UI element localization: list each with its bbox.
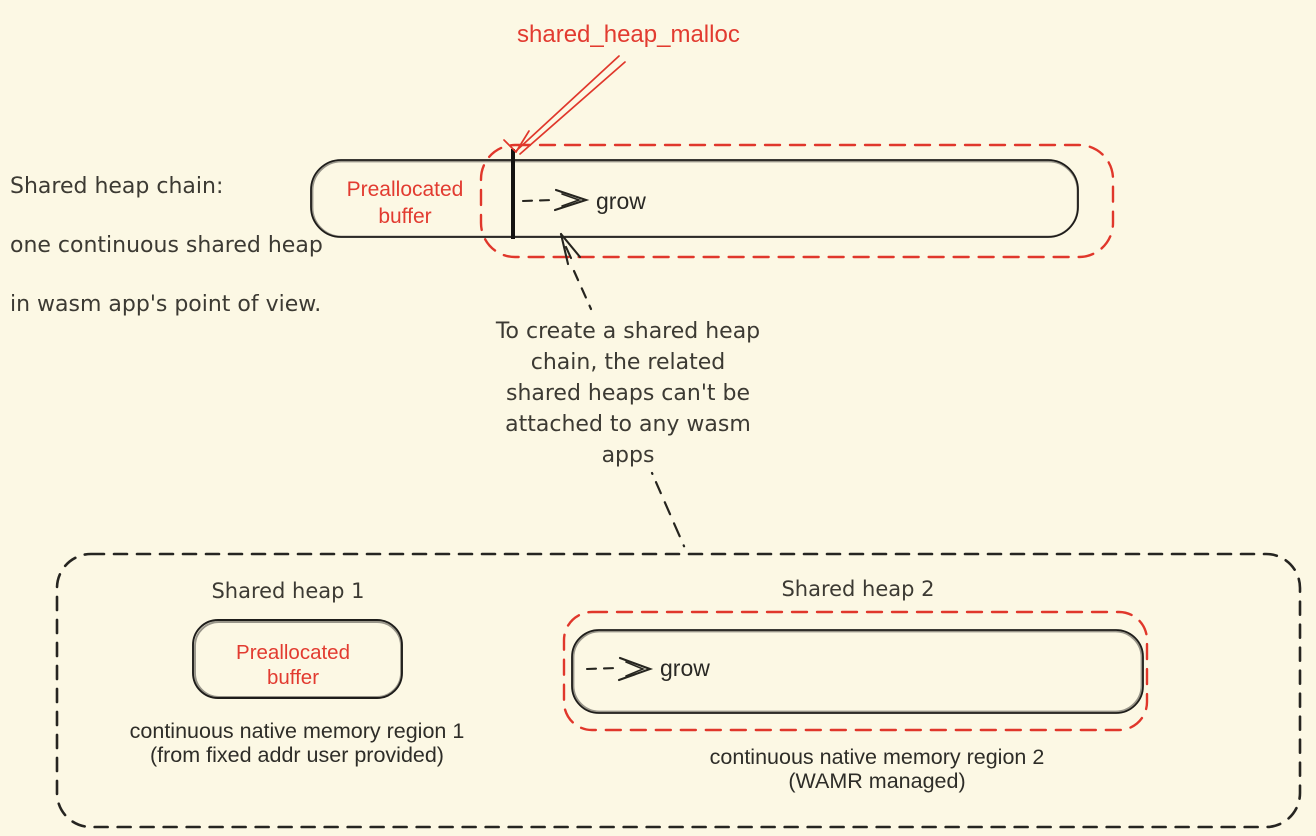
heap-boundary-tick xyxy=(511,149,515,239)
heap2-caption: continuous native memory region 2 (WAMR … xyxy=(709,745,1045,793)
cursor-arrow-icon xyxy=(559,232,582,266)
grow-arrow-icon-2 xyxy=(585,656,654,682)
dashed-connector-bottom xyxy=(650,471,689,555)
shared-heap2-title: Shared heap 2 xyxy=(781,577,935,601)
main-heap-bar-outline xyxy=(310,159,1079,238)
unattached-heaps-dashed-box xyxy=(55,552,1302,829)
heap-chain-red-dashed-box xyxy=(479,143,1115,259)
grow-arrow-icon xyxy=(521,188,590,212)
heap2-bar-outline xyxy=(571,629,1144,714)
grow-label: grow xyxy=(596,188,646,214)
heap1-preallocated-buffer-label: Preallocated buffer xyxy=(236,641,350,689)
malloc-function-label: shared_heap_malloc xyxy=(517,21,740,48)
dashed-connector-top xyxy=(572,269,593,311)
heap1-caption: continuous native memory region 1 (from … xyxy=(129,719,465,767)
shared-heap1-title: Shared heap 1 xyxy=(211,579,365,603)
preallocated-buffer-label: Preallocated buffer xyxy=(346,178,464,228)
chain-description-line1: Shared heap chain: xyxy=(10,173,224,199)
chain-description-line3: in wasm app's point of view. xyxy=(10,291,322,317)
chain-description: Shared heap chain: one continuous shared… xyxy=(10,142,323,349)
heap2-grow-label: grow xyxy=(660,655,710,681)
chain-creation-note: To create a shared heap chain, the relat… xyxy=(495,319,761,468)
malloc-arrow-icon xyxy=(503,55,626,155)
heap2-red-dashed-box xyxy=(562,610,1149,732)
heap1-buffer-box xyxy=(192,619,403,699)
chain-description-line2: one continuous shared heap xyxy=(10,232,323,258)
